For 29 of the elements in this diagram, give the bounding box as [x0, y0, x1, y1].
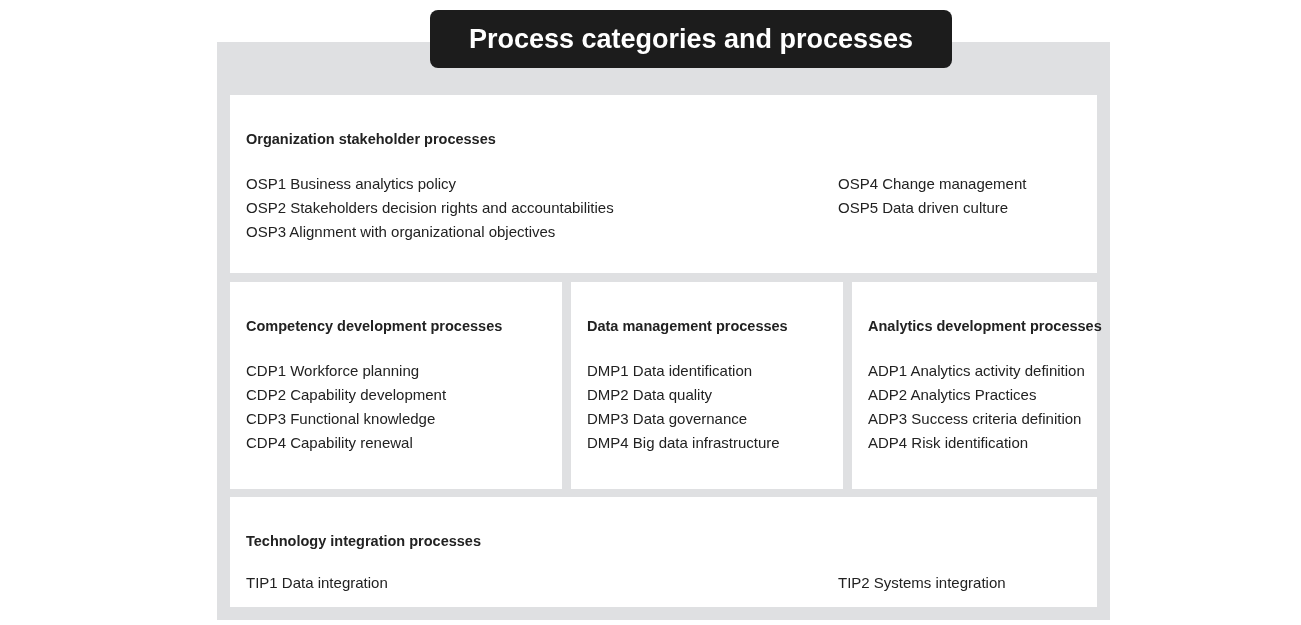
process-item: OSP1 Business analytics policy	[246, 175, 457, 192]
process-item: OSP3 Alignment with organizational objectives	[246, 223, 556, 240]
process-item: CDP1 Workforce planning	[246, 362, 420, 379]
category-panel	[230, 95, 1097, 273]
process-item: OSP5 Data driven culture	[838, 199, 1009, 216]
title-banner: Process categories and processes	[430, 10, 952, 68]
process-item: DMP4 Big data infrastructure	[587, 434, 780, 451]
category-panel	[230, 282, 562, 489]
category-panel	[230, 497, 1097, 607]
process-item: ADP3 Success criteria definition	[868, 410, 1082, 427]
process-item: CDP2 Capability development	[246, 386, 447, 403]
process-item: DMP2 Data quality	[587, 386, 713, 403]
process-item: OSP4 Change management	[838, 175, 1027, 192]
process-item: CDP4 Capability renewal	[246, 434, 413, 451]
process-item: TIP2 Systems integration	[838, 574, 1006, 591]
category-heading: Analytics development processes	[868, 318, 1102, 334]
process-item: CDP3 Functional knowledge	[246, 410, 436, 427]
category-heading: Data management processes	[587, 318, 788, 334]
process-item: DMP3 Data governance	[587, 410, 748, 427]
process-item: TIP1 Data integration	[246, 574, 388, 591]
process-item: ADP2 Analytics Practices	[868, 386, 1037, 403]
category-heading: Technology integration processes	[246, 533, 481, 549]
process-item: ADP4 Risk identification	[868, 434, 1029, 451]
category-panel	[571, 282, 843, 489]
process-item: ADP1 Analytics activity definition	[868, 362, 1085, 379]
category-heading: Competency development processes	[246, 318, 503, 334]
category-heading: Organization stakeholder processes	[246, 131, 496, 147]
process-item: DMP1 Data identification	[587, 362, 753, 379]
process-item: OSP2 Stakeholders decision rights and accountabilities	[246, 199, 614, 216]
